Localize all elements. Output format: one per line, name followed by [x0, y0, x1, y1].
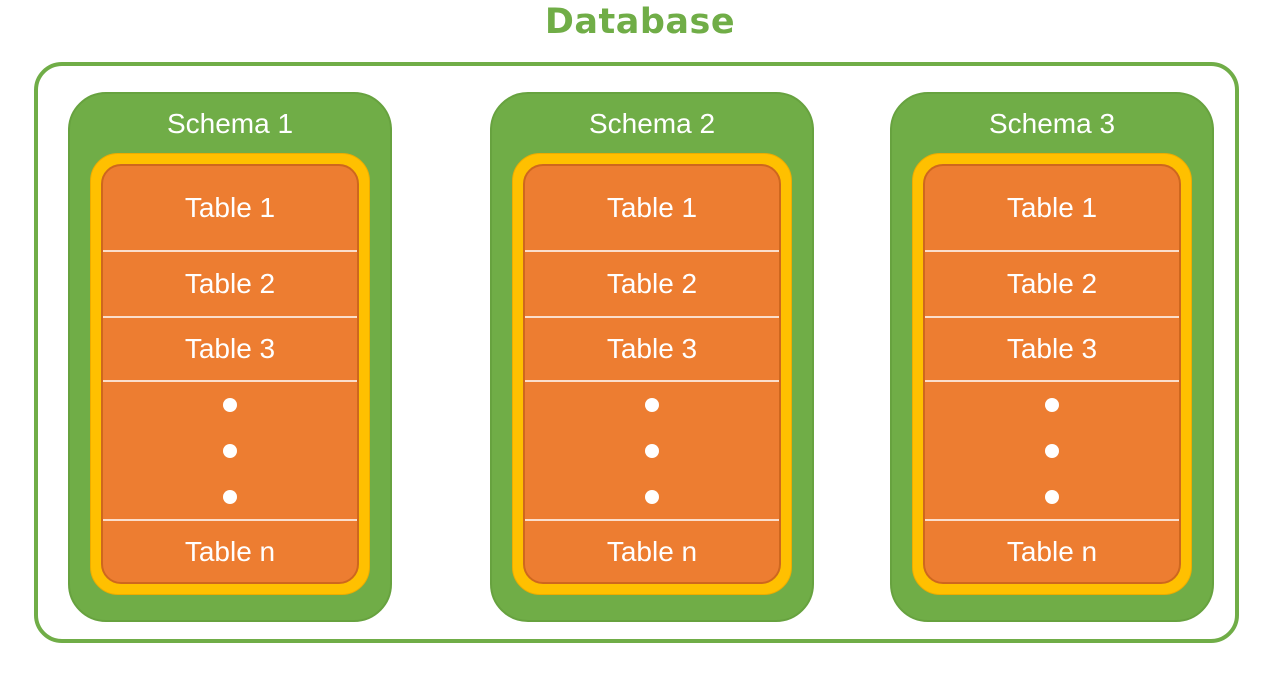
schema-box-2: Schema 2 Table 1 Table 2 Table 3 Table n [490, 92, 814, 622]
schema-box-1: Schema 1 Table 1 Table 2 Table 3 Table n [68, 92, 392, 622]
ellipsis-row [525, 380, 779, 519]
tables-list: Table 1 Table 2 Table 3 Table n [923, 164, 1181, 584]
table-row: Table 2 [525, 250, 779, 316]
ellipsis-dot-icon [223, 443, 237, 458]
table-row: Table 2 [103, 250, 357, 316]
ellipsis-row [103, 380, 357, 519]
ellipsis-dot-icon [223, 489, 237, 504]
ellipsis-dot-icon [1045, 397, 1059, 412]
table-row: Table 3 [525, 316, 779, 380]
schema-box-3: Schema 3 Table 1 Table 2 Table 3 Table n [890, 92, 1214, 622]
table-row: Table 1 [606, 192, 698, 223]
table-row: Table 1 [1006, 192, 1098, 223]
tables-list: Table 1 Table 2 Table 3 Table n [523, 164, 781, 584]
table-row: Table 3 [103, 316, 357, 380]
tables-frame: Table 1 Table 2 Table 3 Table n [90, 153, 370, 595]
diagram-title: Database [544, 2, 736, 42]
schema-label: Schema 2 [588, 107, 716, 139]
ellipsis-dot-icon [645, 397, 659, 412]
schema-label: Schema 1 [166, 107, 294, 139]
tables-frame: Table 1 Table 2 Table 3 Table n [912, 153, 1192, 595]
table-row: Table 3 [925, 316, 1179, 380]
ellipsis-row [925, 380, 1179, 519]
tables-frame: Table 1 Table 2 Table 3 Table n [512, 153, 792, 595]
table-row: Table n [925, 519, 1179, 582]
ellipsis-dot-icon [223, 397, 237, 412]
ellipsis-dot-icon [645, 489, 659, 504]
schema-label: Schema 3 [988, 107, 1116, 139]
tables-list: Table 1 Table 2 Table 3 Table n [101, 164, 359, 584]
table-row: Table n [525, 519, 779, 582]
table-row: Table n [103, 519, 357, 582]
ellipsis-dot-icon [645, 443, 659, 458]
ellipsis-dot-icon [1045, 443, 1059, 458]
ellipsis-dot-icon [1045, 489, 1059, 504]
table-row: Table 1 [184, 192, 276, 223]
table-row: Table 2 [925, 250, 1179, 316]
